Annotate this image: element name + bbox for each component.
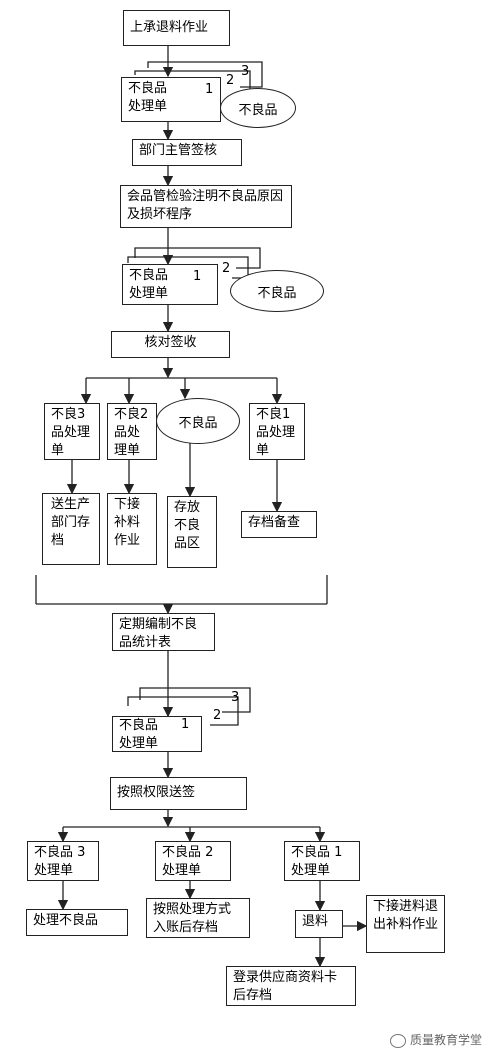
defect-form-a-sub: 处理单 — [128, 99, 168, 114]
check-and-sign: 核对签收 — [111, 331, 230, 358]
form-a-copy-3: 3 — [241, 64, 250, 79]
form-a-copy-1: 1 — [205, 82, 214, 97]
form-copy-2: 不良2品处理单 — [107, 403, 157, 460]
defect-oval-c: 不良品 — [156, 398, 240, 444]
handling-form-3-label: 不良品 3 — [34, 845, 86, 860]
watermark: 质量教育学堂 — [390, 1031, 482, 1048]
qc-inspection-note: 会品管检验注明不良品原因及损坏程序 — [120, 185, 292, 228]
handling-form-3-sub: 处理单 — [34, 863, 74, 878]
archive-for-reference: 存档备查 — [241, 511, 317, 538]
supplier-record-card: 登录供应商资料卡后存档 — [226, 966, 356, 1006]
defect-form-c-label: 不良品 — [119, 718, 159, 733]
defect-form-a: 不良品 处理单 — [121, 77, 221, 122]
defect-form-b: 不良品 处理单 — [122, 264, 218, 305]
defect-form-a-label: 不良品 — [128, 81, 168, 96]
handling-form-1-label: 不良品 1 — [291, 845, 343, 860]
handling-form-1-sub: 处理单 — [291, 863, 331, 878]
store-defect-area: 存放不良品区 — [167, 496, 217, 568]
handling-form-3: 不良品 3 处理单 — [27, 841, 99, 881]
send-by-authority: 按照权限送签 — [110, 777, 247, 810]
defect-form-b-sub: 处理单 — [129, 286, 169, 301]
form-b-copy-1: 1 — [193, 269, 202, 284]
form-b-copy-2: 2 — [222, 261, 231, 276]
defect-oval-a: 不良品 — [220, 88, 296, 128]
form-copy-3: 不良3品处理单 — [44, 403, 100, 460]
form-c-copy-2: 2 — [213, 708, 222, 723]
handle-defects: 处理不良品 — [26, 909, 128, 936]
return-material: 退料 — [295, 910, 343, 938]
periodic-defect-statistics: 定期编制不良品统计表 — [112, 613, 215, 651]
handling-form-2: 不良品 2 处理单 — [155, 841, 231, 881]
handling-form-1: 不良品 1 处理单 — [284, 841, 360, 881]
book-and-archive: 按照处理方式入账后存档 — [146, 898, 250, 938]
form-c-copy-1: 1 — [181, 717, 190, 732]
handling-form-2-sub: 处理单 — [162, 863, 202, 878]
form-c-copy-3: 3 — [231, 690, 240, 705]
form-a-copy-2: 2 — [226, 73, 235, 88]
handling-form-2-label: 不良品 2 — [162, 845, 214, 860]
next-inbound-replenish: 下接进料退出补料作业 — [366, 895, 445, 953]
start-return-material: 上承退料作业 — [123, 10, 230, 46]
form-copy-1: 不良1品处理单 — [249, 403, 305, 460]
send-production-archive: 送生产部门存档 — [42, 493, 100, 565]
chat-bubble-icon — [390, 1033, 406, 1048]
defect-form-c: 不良品 处理单 — [112, 716, 202, 752]
defect-oval-b: 不良品 — [230, 270, 324, 312]
defect-form-b-label: 不良品 — [129, 268, 169, 283]
defect-form-c-sub: 处理单 — [119, 736, 159, 751]
dept-manager-sign: 部门主管签核 — [132, 139, 242, 166]
next-replenish-operation: 下接补料作业 — [107, 493, 157, 565]
watermark-text: 质量教育学堂 — [410, 1033, 483, 1047]
